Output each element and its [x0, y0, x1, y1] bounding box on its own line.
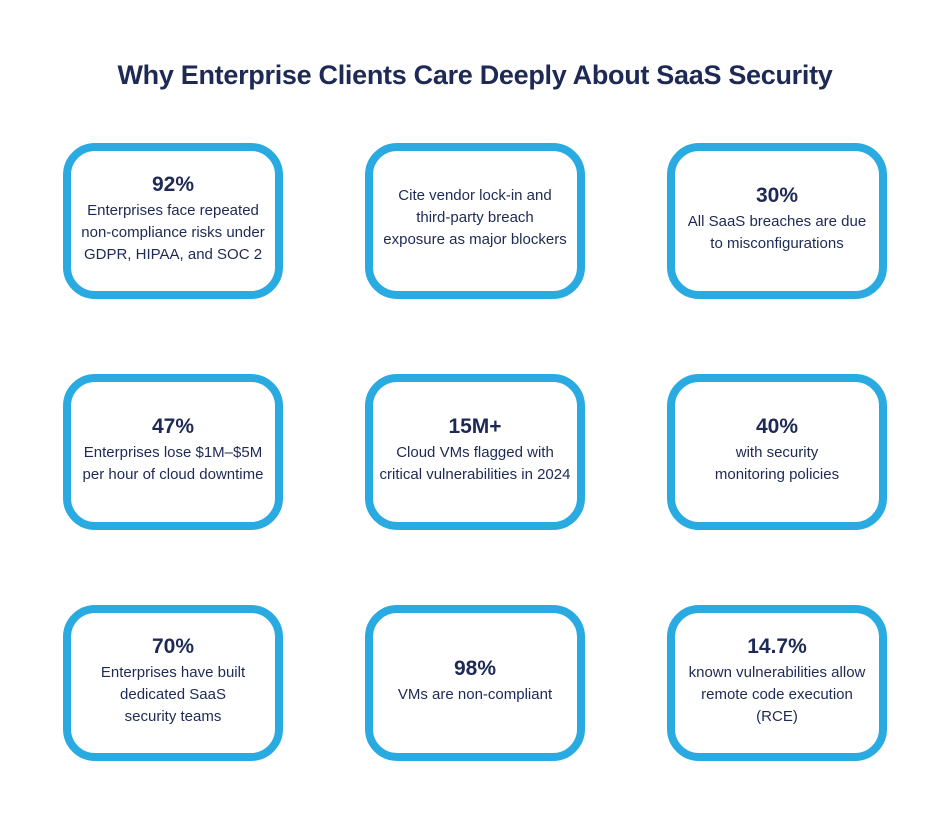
stat-description: All SaaS breaches are due to misconfigur… — [687, 212, 867, 252]
stat-value: 70% — [151, 634, 195, 658]
stat-card-noncompliant-vms: 98% VMs are non-compliant — [365, 605, 585, 761]
stat-description: Enterprises lose $1M–$5M per hour of clo… — [82, 443, 264, 483]
stat-card-security-teams: 70% Enterprises have built dedicated Saa… — [63, 605, 283, 761]
card-content: 92% Enterprises face repeated non-compli… — [77, 171, 269, 266]
stat-card-misconfigurations: 30% All SaaS breaches are due to misconf… — [667, 143, 887, 299]
stat-description: Enterprises face repeated non-compliance… — [81, 201, 265, 263]
card-content: 40% with security monitoring policies — [681, 413, 873, 486]
stat-value: 47% — [151, 414, 195, 438]
stat-card-flagged-vms: 15M+ Cloud VMs flagged with critical vul… — [365, 374, 585, 530]
stat-card-monitoring-policies: 40% with security monitoring policies — [667, 374, 887, 530]
card-content: 14.7% known vulnerabilities allow remote… — [681, 633, 873, 728]
stat-card-compliance-risk: 92% Enterprises face repeated non-compli… — [63, 143, 283, 299]
card-content: 15M+ Cloud VMs flagged with critical vul… — [379, 413, 571, 486]
stat-card-vendor-lockin: Cite vendor lock-in and third-party brea… — [365, 143, 585, 299]
stat-card-rce-vulnerabilities: 14.7% known vulnerabilities allow remote… — [667, 605, 887, 761]
stat-description: VMs are non-compliant — [397, 685, 553, 703]
stat-description: Cite vendor lock-in and third-party brea… — [383, 187, 567, 248]
stat-value: 92% — [151, 172, 195, 196]
card-content: 47% Enterprises lose $1M–$5M per hour of… — [77, 413, 269, 486]
card-content: 30% All SaaS breaches are due to misconf… — [681, 182, 873, 255]
stat-description: Cloud VMs flagged with critical vulnerab… — [379, 443, 571, 483]
card-content: 98% VMs are non-compliant — [379, 655, 571, 706]
stat-value: 14.7% — [747, 634, 807, 658]
stat-value: 30% — [755, 183, 799, 207]
stat-description: known vulnerabilities allow remote code … — [688, 663, 866, 725]
stat-card-downtime-cost: 47% Enterprises lose $1M–$5M per hour of… — [63, 374, 283, 530]
stat-cards-grid: 92% Enterprises face repeated non-compli… — [0, 143, 950, 761]
stat-description: with security monitoring policies — [714, 443, 840, 483]
card-content: Cite vendor lock-in and third-party brea… — [379, 185, 571, 251]
stat-description: Enterprises have built dedicated SaaS se… — [100, 663, 246, 725]
card-content: 70% Enterprises have built dedicated Saa… — [77, 633, 269, 728]
stat-value: 98% — [453, 656, 497, 680]
page-title: Why Enterprise Clients Care Deeply About… — [117, 60, 833, 90]
stat-value: 15M+ — [448, 414, 502, 438]
stat-value: 40% — [755, 414, 799, 438]
